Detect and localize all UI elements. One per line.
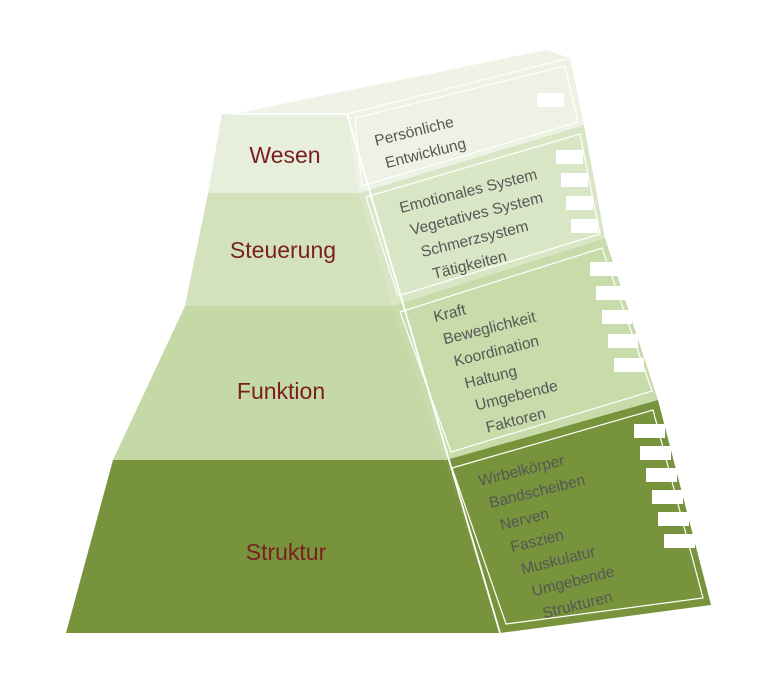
level-label-steuerung: Steuerung — [230, 237, 336, 263]
checkbox[interactable] — [646, 468, 677, 482]
front-band-steuerung — [185, 193, 393, 306]
side-outline-struktur — [451, 409, 704, 625]
checkbox[interactable] — [608, 334, 638, 348]
level-label-wesen: Wesen — [249, 142, 320, 168]
checkbox[interactable] — [561, 173, 588, 187]
edge-front-side — [346, 113, 501, 634]
checkbox[interactable] — [634, 424, 665, 438]
level-label-struktur: Struktur — [246, 539, 327, 565]
side-outline-steuerung — [365, 133, 601, 297]
checkbox-group-wesen — [537, 93, 564, 107]
checkbox[interactable] — [602, 310, 632, 324]
edge-top-side — [346, 57, 571, 115]
checkbox-group-funktion — [590, 262, 644, 372]
side-band-steuerung — [359, 125, 605, 306]
checkbox[interactable] — [596, 286, 626, 300]
checkbox-group-steuerung — [556, 150, 598, 233]
front-band-funktion — [113, 306, 446, 460]
level-label-funktion: Funktion — [237, 378, 325, 404]
checkbox[interactable] — [652, 490, 683, 504]
side-outline-wesen — [354, 65, 579, 187]
checkbox[interactable] — [571, 219, 598, 233]
checkbox[interactable] — [658, 512, 689, 526]
side-band-wesen — [347, 58, 584, 193]
checkbox[interactable] — [664, 534, 695, 548]
checkbox-group-struktur — [634, 424, 695, 548]
front-band-struktur — [66, 460, 500, 633]
top-face — [233, 50, 570, 115]
front-band-wesen — [208, 114, 359, 193]
checkbox[interactable] — [556, 150, 583, 164]
checkbox[interactable] — [614, 358, 644, 372]
checkbox[interactable] — [640, 446, 671, 460]
checkbox[interactable] — [590, 262, 620, 276]
side-outline-funktion — [399, 247, 653, 453]
checkbox[interactable] — [566, 196, 593, 210]
checkbox[interactable] — [537, 93, 564, 107]
